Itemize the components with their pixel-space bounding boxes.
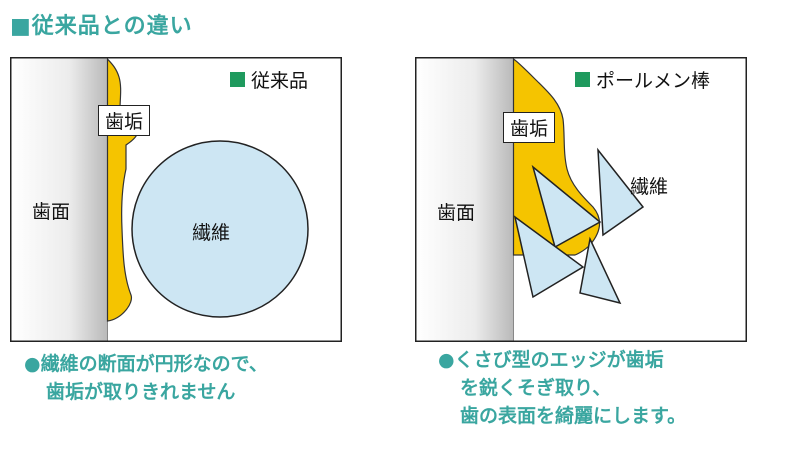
conventional-diagram <box>10 57 342 342</box>
plaque-label: 歯垢 <box>503 112 556 143</box>
caption-line-1: ●くさび型のエッジが歯垢 <box>438 349 664 371</box>
polmen-legend: ポールメン棒 <box>575 66 710 93</box>
caption-line-2: 歯垢が取りきれません <box>46 381 236 403</box>
fiber-label: 繊維 <box>630 176 669 198</box>
caption-line-3: 歯の表面を綺麗にします。 <box>460 405 687 427</box>
wedge-fiber-1 <box>531 164 602 249</box>
legend-square-icon <box>575 72 590 87</box>
wedge-fiber-2 <box>513 215 585 299</box>
polmen-caption: ●くさび型のエッジが歯垢 を鋭くそぎ取り、 歯の表面を綺麗にします。 <box>438 346 686 430</box>
tooth-surface-label: 歯面 <box>437 202 476 224</box>
plaque-label: 歯垢 <box>98 105 151 136</box>
legend-label: 従来品 <box>251 70 309 92</box>
wedge-fiber-4 <box>579 236 622 305</box>
caption-line-2: を鋭くそぎ取り、 <box>460 377 612 399</box>
polmen-panel: ポールメン棒 歯面 歯垢 繊維 <box>415 57 747 342</box>
legend-label: ポールメン棒 <box>596 70 711 92</box>
tooth-surface-shape <box>416 58 514 341</box>
conventional-caption: ●繊維の断面が円形なので、 歯垢が取りきれません <box>24 350 268 406</box>
conventional-legend: 従来品 <box>230 66 308 93</box>
conventional-panel: 従来品 歯面 歯垢 繊維 <box>10 57 342 342</box>
legend-square-icon <box>230 72 245 87</box>
fiber-circle <box>131 140 309 318</box>
wedge-fiber-3 <box>597 147 645 237</box>
polmen-diagram <box>415 57 747 342</box>
tooth-surface-shape <box>11 58 108 341</box>
caption-line-1: ●繊維の断面が円形なので、 <box>24 353 268 375</box>
fiber-label: 繊維 <box>192 222 231 244</box>
section-heading: ■従来品との違い <box>10 14 193 39</box>
tooth-surface-label: 歯面 <box>32 201 71 223</box>
